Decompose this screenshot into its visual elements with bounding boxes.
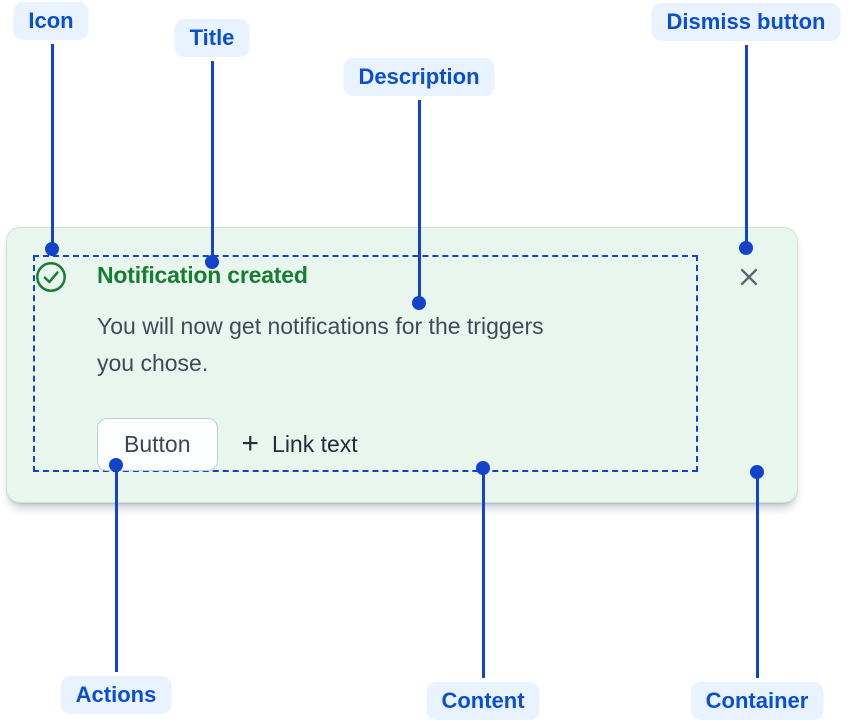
callout-dot-dismiss-button (739, 241, 753, 255)
flag-description-line-1: You will now get notifications for the t… (97, 313, 544, 339)
callout-dot-description (412, 296, 426, 310)
callout-label-content: Content (426, 682, 540, 720)
callout-label-title: Title (174, 19, 250, 57)
callout-line-container (756, 472, 759, 678)
plus-icon: + (241, 426, 260, 460)
callout-line-icon (51, 44, 54, 249)
callout-label-dismiss-button: Dismiss button (651, 3, 841, 41)
callout-label-actions: Actions (60, 676, 172, 714)
callout-line-content (482, 468, 485, 678)
callout-dot-icon (45, 242, 59, 256)
callout-line-actions (115, 465, 118, 672)
flag-actions: Button + Link text (97, 418, 358, 471)
action-link-label: Link text (272, 431, 358, 457)
dismiss-button[interactable] (731, 259, 767, 295)
success-check-icon (35, 261, 67, 293)
callout-label-icon: Icon (13, 2, 89, 40)
callout-line-title (211, 61, 214, 262)
flag-description-line-2: you chose. (97, 350, 209, 376)
flag-description: You will now get notifications for the t… (97, 308, 544, 382)
callout-line-dismiss-button (745, 45, 748, 248)
callout-dot-title (205, 255, 219, 269)
callout-label-description: Description (343, 58, 495, 96)
action-link[interactable]: + Link text (241, 426, 358, 460)
callout-label-container: Container (690, 682, 824, 720)
flag-title: Notification created (97, 262, 308, 288)
flag-container: Notification created You will now get no… (6, 227, 798, 503)
callout-line-description (418, 100, 421, 303)
content-region-outline (33, 255, 698, 472)
close-icon (737, 265, 761, 289)
